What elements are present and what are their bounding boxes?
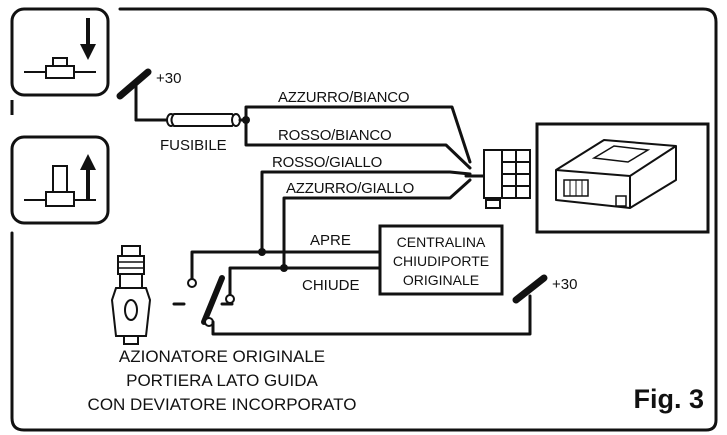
power-top-label: +30 — [156, 70, 181, 87]
module-box — [535, 122, 710, 234]
unlock-up-icon — [10, 135, 110, 225]
wire-label-rosso-giallo: ROSSO/GIALLO — [272, 154, 382, 171]
actuator-caption-line1: AZIONATORE ORIGINALE — [119, 347, 325, 366]
wire-rosso-bianco — [244, 118, 472, 170]
wire-chiude-switch — [228, 266, 286, 298]
wire-azzurro-giallo — [282, 178, 472, 270]
wire-label-rosso-bianco: ROSSO/BIANCO — [278, 127, 391, 144]
wire-apre-switch — [190, 250, 264, 282]
control-unit-line3: ORIGINALE — [403, 272, 479, 288]
actuator-caption-line2: PORTIERA LATO GUIDA — [126, 371, 318, 390]
wire-azzurro-bianco — [244, 105, 472, 164]
outer-frame — [10, 7, 718, 432]
control-unit-box: CENTRALINA CHIUDIPORTE ORIGINALE — [378, 224, 504, 296]
power-terminal-bottom: +30 — [512, 274, 577, 304]
wire-label-chiude: CHIUDE — [302, 277, 360, 294]
figure-label: Fig. 3 — [633, 384, 704, 414]
fuse-symbol: FUSIBILE — [134, 113, 248, 154]
wire-label-azzurro-giallo: AZZURRO/GIALLO — [286, 180, 414, 197]
wire-label-apre: APRE — [310, 232, 351, 249]
actuator-symbol — [110, 245, 152, 345]
lock-down-icon — [10, 7, 110, 97]
fuse-label: FUSIBILE — [160, 137, 227, 154]
harness-connector — [464, 149, 531, 209]
power-terminal-top: +30 — [116, 68, 181, 122]
power-bottom-label: +30 — [552, 276, 577, 293]
control-unit-line1: CENTRALINA — [397, 234, 486, 250]
control-unit-line2: CHIUDIPORTE — [393, 253, 489, 269]
switch-symbol — [172, 275, 235, 327]
wire-switch-power — [211, 294, 532, 336]
actuator-caption-line3: CON DEVIATORE INCORPORATO — [88, 395, 357, 414]
wire-rosso-giallo — [260, 170, 472, 254]
wire-label-azzurro-bianco: AZZURRO/BIANCO — [278, 89, 409, 106]
